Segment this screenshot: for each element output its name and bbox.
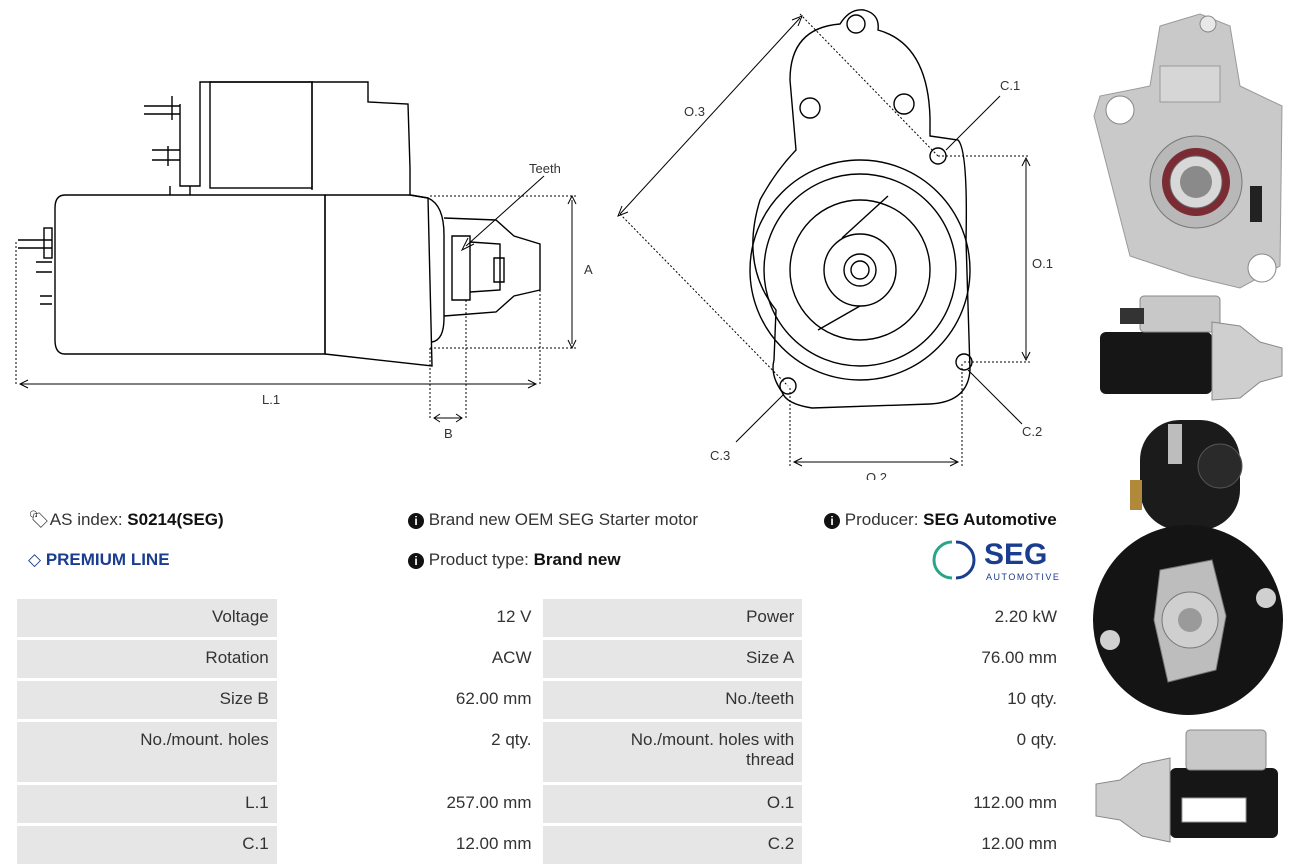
as-index: 🏷 AS index: S0214(SEG) bbox=[28, 510, 224, 530]
description-text: Brand new OEM SEG Starter motor bbox=[428, 510, 698, 529]
table-row: C.1 12.00 mm C.2 12.00 mm bbox=[17, 826, 1065, 864]
spec-value: 2.20 kW bbox=[805, 599, 1065, 637]
spec-label: O.1 bbox=[542, 785, 803, 823]
spec-value: 10 qty. bbox=[805, 681, 1065, 719]
table-row: No./mount. holes 2 qty. No./mount. holes… bbox=[17, 722, 1065, 782]
spec-label: Rotation bbox=[17, 640, 277, 678]
tags-icon: 🏷 bbox=[28, 510, 50, 529]
info-icon: i bbox=[408, 513, 424, 529]
spec-value: 112.00 mm bbox=[805, 785, 1065, 823]
c3-label: C.3 bbox=[710, 448, 730, 463]
product-type-value: Brand new bbox=[533, 550, 621, 569]
spec-label: Voltage bbox=[17, 599, 277, 637]
spec-value: 62.00 mm bbox=[279, 681, 540, 719]
dim-o3-label: O.3 bbox=[684, 104, 705, 119]
spec-label: Power bbox=[542, 599, 803, 637]
spec-label: No./mount. holes bbox=[17, 722, 277, 782]
product-photo-rear bbox=[1093, 420, 1283, 715]
spec-value: 257.00 mm bbox=[279, 785, 540, 823]
spec-label: C.1 bbox=[17, 826, 277, 864]
description: i Brand new OEM SEG Starter motor bbox=[408, 510, 698, 530]
seg-logo-sub: AUTOMOTIVE bbox=[986, 572, 1060, 582]
spec-value: 12 V bbox=[279, 599, 540, 637]
producer-label: Producer: bbox=[844, 510, 919, 529]
spec-value: ACW bbox=[279, 640, 540, 678]
specs-table: Voltage 12 V Power 2.20 kW Rotation ACW … bbox=[14, 596, 1068, 867]
spec-label: C.2 bbox=[542, 826, 803, 864]
seg-logo: SEG AUTOMOTIVE bbox=[932, 538, 1060, 582]
spec-label: Size B bbox=[17, 681, 277, 719]
c1-label: C.1 bbox=[1000, 78, 1020, 93]
product-photo-label-side bbox=[1095, 729, 1278, 843]
spec-value: 12.00 mm bbox=[279, 826, 540, 864]
spec-value: 2 qty. bbox=[279, 722, 540, 782]
product-photo-side bbox=[1100, 295, 1283, 401]
spec-value: 76.00 mm bbox=[805, 640, 1065, 678]
product-type: i Product type: Brand new bbox=[408, 550, 621, 570]
technical-diagram: Teeth A B L.1 O.3 C.1 O.1 C.2 C.3 O.2 bbox=[15, 9, 1053, 480]
premium-line-label: PREMIUM LINE bbox=[45, 550, 170, 569]
spec-label: Size A bbox=[542, 640, 803, 678]
diamond-icon: ◇ bbox=[28, 550, 42, 569]
teeth-label: Teeth bbox=[529, 161, 561, 176]
premium-line: ◇ PREMIUM LINE bbox=[28, 550, 170, 570]
producer: i Producer: SEG Automotive bbox=[824, 510, 1057, 530]
info-icon: i bbox=[824, 513, 840, 529]
product-type-label: Product type: bbox=[428, 550, 529, 569]
info-icon: i bbox=[408, 553, 424, 569]
spec-value: 0 qty. bbox=[805, 722, 1065, 782]
dim-o2-label: O.2 bbox=[866, 470, 887, 480]
table-row: Voltage 12 V Power 2.20 kW bbox=[17, 599, 1065, 637]
dim-b-label: B bbox=[444, 426, 453, 441]
table-row: L.1 257.00 mm O.1 112.00 mm bbox=[17, 785, 1065, 823]
dim-l1-label: L.1 bbox=[262, 392, 280, 407]
producer-value: SEG Automotive bbox=[923, 510, 1057, 529]
spec-label: No./teeth bbox=[542, 681, 803, 719]
spec-label: L.1 bbox=[17, 785, 277, 823]
seg-logo-brand: SEG bbox=[984, 538, 1047, 571]
spec-value: 12.00 mm bbox=[805, 826, 1065, 864]
product-photo-front bbox=[1093, 13, 1283, 289]
c2-label: C.2 bbox=[1022, 424, 1042, 439]
table-row: Size B 62.00 mm No./teeth 10 qty. bbox=[17, 681, 1065, 719]
spec-label: No./mount. holes with thread bbox=[542, 722, 803, 782]
dim-o1-label: O.1 bbox=[1032, 256, 1053, 271]
as-index-label: AS index: bbox=[49, 510, 123, 529]
table-row: Rotation ACW Size A 76.00 mm bbox=[17, 640, 1065, 678]
dim-a-label: A bbox=[584, 262, 593, 277]
as-index-value: S0214(SEG) bbox=[127, 510, 224, 529]
